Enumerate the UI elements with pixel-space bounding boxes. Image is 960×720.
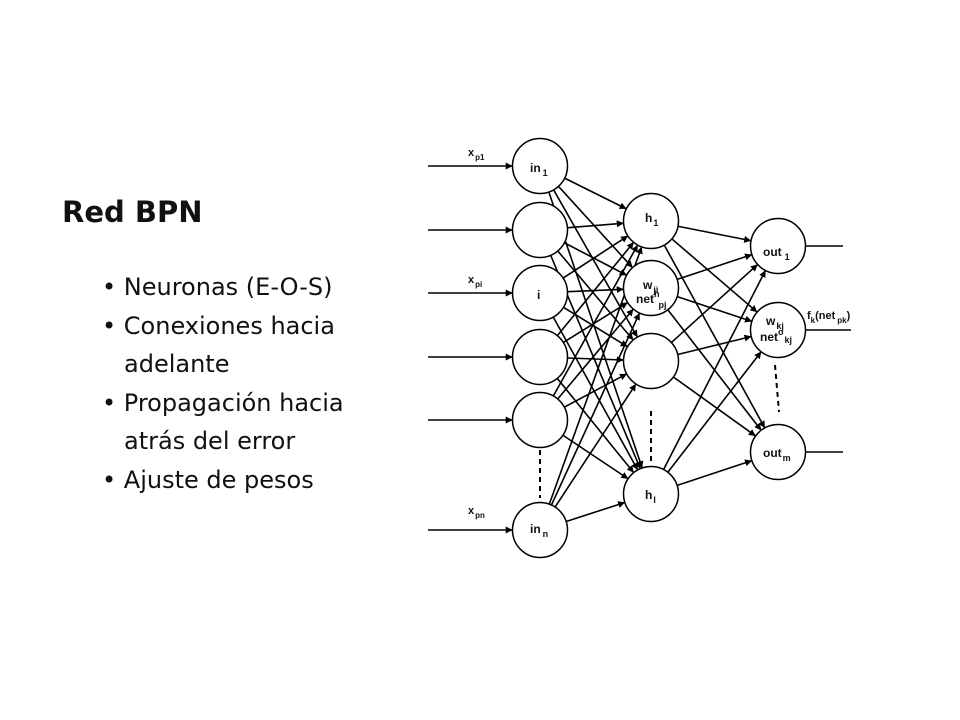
bullet-list: • Neuronas (E-O-S) • Conexiones hacia ad… xyxy=(102,268,344,499)
input-label-xpi: xpi xyxy=(468,274,482,289)
connection-in5-h4 xyxy=(562,434,629,480)
connection-in4-h1 xyxy=(557,242,634,336)
connection-h2-out1 xyxy=(677,253,753,280)
bullet-neuronas: • Neuronas (E-O-S) xyxy=(102,273,333,301)
connection-in2-h1 xyxy=(567,220,624,229)
connection-in2-h2 xyxy=(564,242,627,276)
i-label: i xyxy=(537,288,540,302)
output-weight-label: wkj xyxy=(765,314,784,331)
connection-in5-h3 xyxy=(564,373,627,408)
outm-label: outm xyxy=(763,446,791,463)
input-node-5 xyxy=(511,391,569,449)
hl-label: hl xyxy=(645,488,656,505)
hidden-node-j xyxy=(622,259,680,317)
connection-in3-h1 xyxy=(563,235,629,279)
connection-in5-h2 xyxy=(557,308,634,400)
output-ellipsis xyxy=(774,364,780,413)
hidden-node-1 xyxy=(622,192,680,250)
connection-h3-out2 xyxy=(678,334,752,356)
output-node-1 xyxy=(749,217,807,275)
hidden-output-connections xyxy=(663,225,766,486)
connection-h1-out3 xyxy=(663,245,766,429)
slide-title: Red BPN xyxy=(62,195,203,229)
output-signal-lines xyxy=(806,245,851,453)
connection-h4-out2 xyxy=(667,351,762,473)
connection-in3-h4 xyxy=(552,317,639,471)
h1-label: h1 xyxy=(645,211,658,228)
connection-in6-h4 xyxy=(566,501,626,523)
input-node-i xyxy=(511,264,569,322)
input-hidden-connections xyxy=(548,177,644,523)
input-node-1 xyxy=(511,137,569,195)
connection-in4-h3 xyxy=(567,356,624,364)
connection-in4-h2 xyxy=(563,302,628,343)
nodes xyxy=(511,137,807,559)
output-net-label: netokj xyxy=(760,327,792,345)
connection-h4-out1 xyxy=(663,270,766,470)
hidden-net-label: nethpj xyxy=(636,289,667,310)
bullet-propagacion: • Propagación hacia xyxy=(102,388,344,417)
ellipsis-dashes xyxy=(539,364,780,498)
bullet-ajuste: • Ajuste de pesos xyxy=(102,465,314,494)
connection-h2-out2 xyxy=(677,296,753,323)
connection-in1-h2 xyxy=(558,186,633,268)
input-node-2 xyxy=(511,201,569,259)
hidden-node-3 xyxy=(622,332,680,390)
hidden-weight-label: wji xyxy=(642,278,658,295)
input-label-xpn: xpn xyxy=(468,505,485,520)
connection-h3-out3 xyxy=(673,376,756,437)
input-node-4 xyxy=(511,328,569,386)
connection-in4-h4 xyxy=(556,378,635,473)
input-node-n xyxy=(511,501,569,559)
connection-in1-h1 xyxy=(564,177,627,210)
connection-in5-h1 xyxy=(552,244,639,396)
connection-in1-h3 xyxy=(553,189,638,338)
connection-h1-out1 xyxy=(678,225,752,243)
bullet-propagacion-cont: atrás del error xyxy=(124,427,296,455)
output-node-m xyxy=(749,423,807,481)
bullet-conexiones: • Conexiones hacia xyxy=(102,311,335,340)
connection-h1-out2 xyxy=(671,238,758,313)
connection-h4-out3 xyxy=(677,459,753,486)
connection-in6-h3 xyxy=(554,383,637,508)
output-node-k xyxy=(749,301,807,359)
connection-h3-out1 xyxy=(671,264,758,343)
hidden-node-l xyxy=(622,465,680,523)
input-label-xp1: xp1 xyxy=(468,147,485,162)
connection-in6-h2 xyxy=(550,312,641,505)
bullet-conexiones-cont: adelante xyxy=(124,350,230,378)
connection-in3-h2 xyxy=(567,286,624,294)
input-signal-lines xyxy=(428,162,513,534)
